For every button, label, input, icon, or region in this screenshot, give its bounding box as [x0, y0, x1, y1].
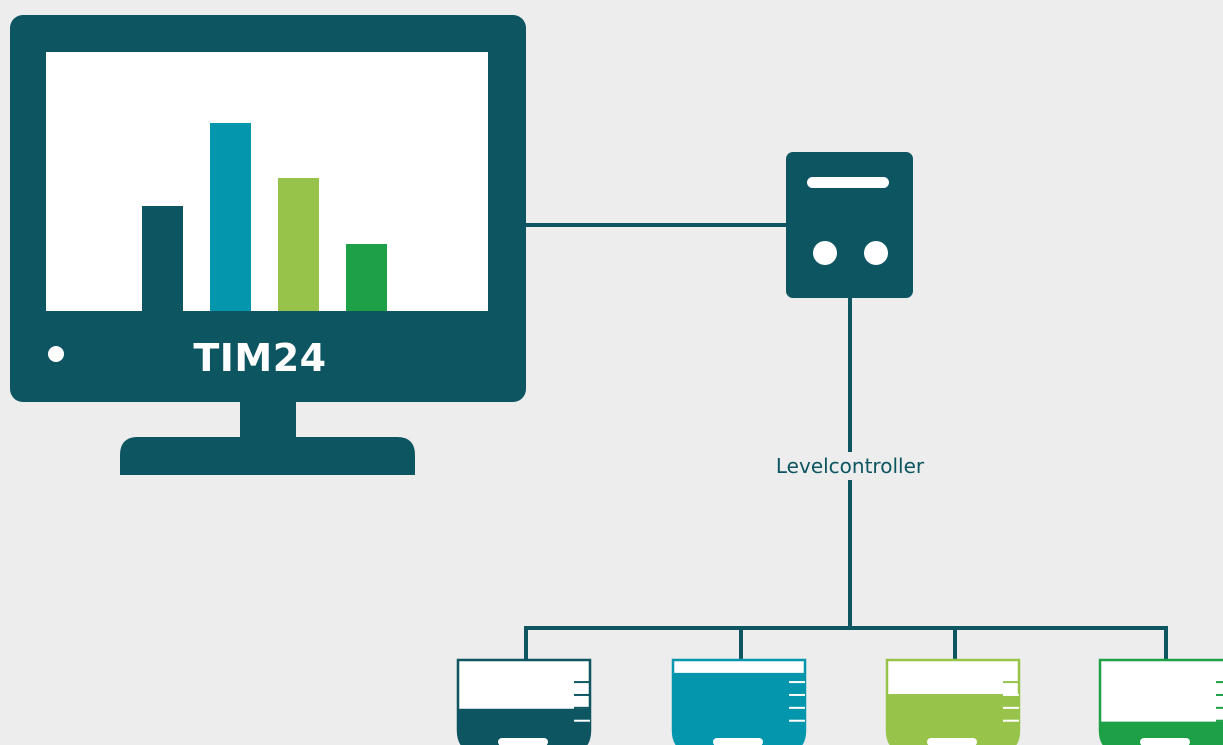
- controller-body: [786, 152, 913, 298]
- vessel-2-base: [713, 738, 763, 745]
- monitor-screen: [46, 52, 488, 311]
- vessel-1-outline: [456, 658, 592, 745]
- vessel-1-base: [498, 738, 548, 745]
- controller-label: Levelcontroller: [735, 452, 965, 480]
- level-controller-icon: [786, 152, 913, 298]
- vessel-3-base: [927, 738, 977, 745]
- controller-knob-left: [813, 241, 837, 265]
- screen-bar-4: [346, 244, 387, 311]
- screen-bar-1: [142, 206, 183, 311]
- monitor-stand-neck: [240, 395, 296, 441]
- connection-lines: [524, 223, 1168, 660]
- vessel-3-outline: [885, 658, 1021, 745]
- screen-bar-2: [210, 123, 251, 311]
- monitor-icon: [10, 15, 526, 475]
- screen-bar-3: [278, 178, 319, 311]
- vessel-4-liquid: [1100, 721, 1223, 745]
- vessel-2-liquid: [673, 672, 805, 745]
- power-led-icon: [48, 346, 64, 362]
- vessel-2-outline: [671, 658, 807, 745]
- vessel-4-icon: [1098, 658, 1223, 745]
- vessel-3-liquid: [887, 694, 1019, 745]
- vessel-1-icon: [456, 658, 592, 745]
- vessel-4-base: [1140, 738, 1190, 745]
- controller-display-slot: [807, 177, 889, 188]
- vessel-2-icon: [671, 658, 807, 745]
- vessel-4-outline: [1098, 658, 1223, 745]
- controller-knob-right: [864, 241, 888, 265]
- vessels-group: [456, 658, 1223, 745]
- vessel-3-icon: [885, 658, 1021, 745]
- monitor-stand-base: [120, 437, 415, 475]
- monitor-label: TIM24: [193, 336, 327, 380]
- screen-bar-chart: [142, 123, 387, 311]
